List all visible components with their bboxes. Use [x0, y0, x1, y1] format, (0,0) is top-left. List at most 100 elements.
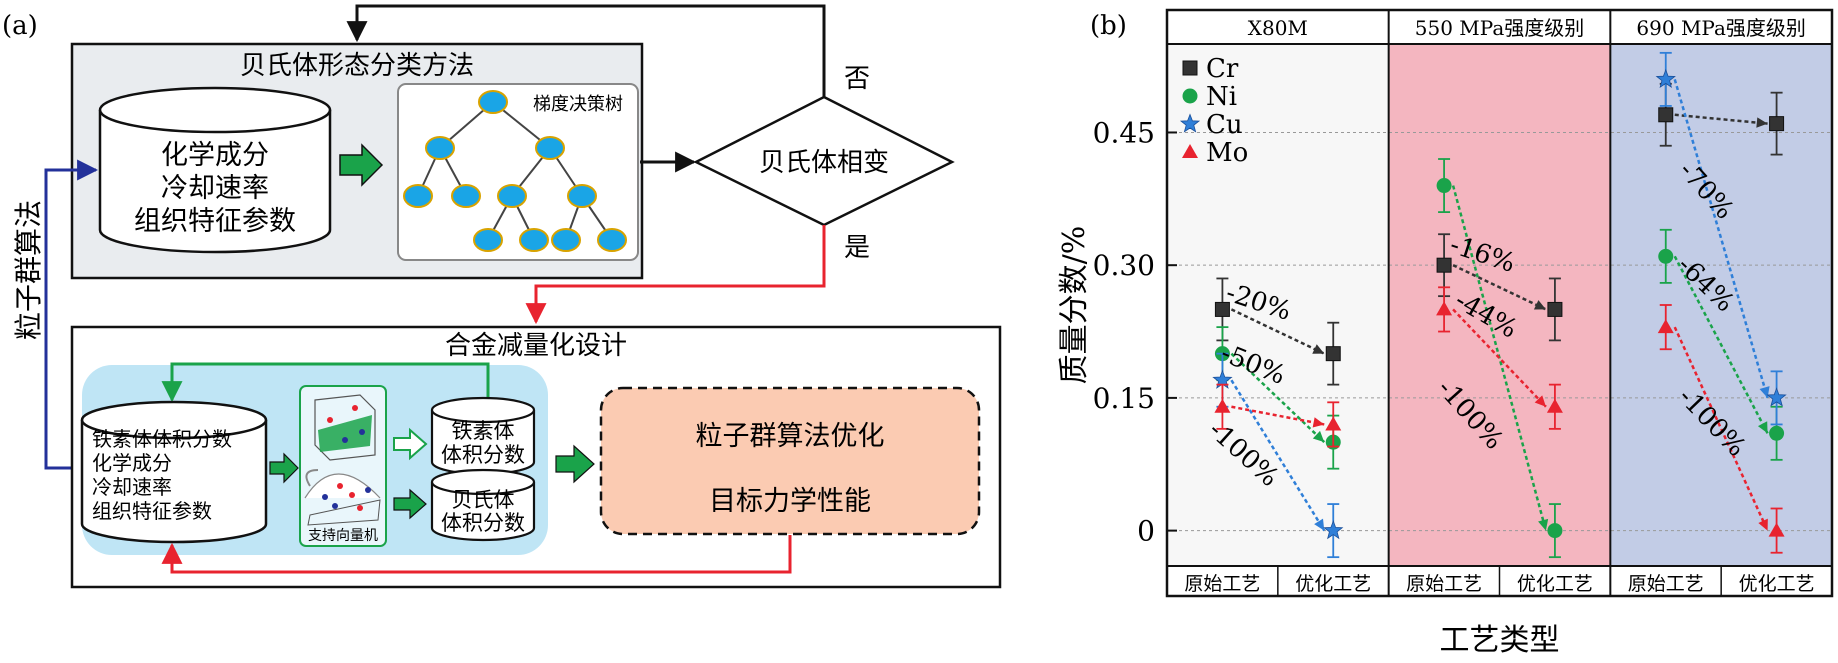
point-Ni-5 [1769, 425, 1785, 441]
trend-Mo-1 [1452, 308, 1547, 408]
tree-box [397, 83, 639, 261]
bottom-cyl-line-1: 铁素体体积分数 [92, 427, 232, 451]
point-Mo-5 [1768, 522, 1785, 537]
group-header-0: X80M [1248, 16, 1308, 40]
decision-tree-icon [403, 90, 627, 252]
point-Mo-2 [1436, 301, 1453, 316]
optimization-box [599, 386, 981, 536]
band-1 [1388, 44, 1611, 566]
trend-Cu-2 [1673, 79, 1769, 399]
trend-Ni-0 [1230, 352, 1326, 444]
point-Cu-4 [1655, 68, 1676, 89]
tree-label: 梯度决策树 [533, 94, 623, 115]
svm-box: 支持向量机 [299, 385, 387, 547]
top-box-title: 贝氏体形态分类方法 [240, 51, 474, 81]
green-arrow-3 [393, 488, 427, 520]
opt-line-2: 目标力学性能 [709, 486, 871, 517]
ytick-label-3: 0.45 [1093, 116, 1155, 149]
trend-Ni-2 [1673, 255, 1769, 434]
panel-a: (a) 贝氏体形态分类方法 化学成分 冷却速率 组织特征参数 梯度决策树 [2, 4, 1002, 589]
trend-head-Ni-0 [1312, 430, 1325, 443]
point-Cu-1 [1323, 519, 1344, 540]
point-Ni-4 [1658, 248, 1674, 264]
small-cylinder-ferrite: 铁素体 体积分数 [430, 396, 536, 476]
trend-Mo-0 [1231, 405, 1325, 426]
bottom-cyl-line-4: 组织特征参数 [92, 499, 212, 523]
trend-Ni-1 [1451, 185, 1548, 531]
ytick-label-0: 0 [1137, 515, 1155, 548]
group-header-2: 690 MPa强度级别 [1636, 16, 1806, 40]
trend-head-Ni-2 [1757, 421, 1768, 434]
hollow-arrow [393, 427, 428, 461]
trend-head-Ni-1 [1538, 518, 1549, 531]
top-cyl-line-3: 组织特征参数 [134, 206, 296, 237]
point-Ni-3 [1547, 523, 1563, 539]
trend-Cr-0 [1230, 308, 1325, 355]
point-Cr-5 [1769, 116, 1785, 132]
point-Cr-3 [1547, 301, 1563, 317]
small-cylinder-bainite: 贝氏体 体积分数 [430, 468, 536, 542]
category-label-0: 原始工艺 [1184, 573, 1260, 595]
point-Mo-3 [1546, 398, 1563, 413]
green-arrow-2 [269, 452, 299, 484]
point-Cu-5 [1766, 387, 1787, 407]
side-label: 粒子群算法 [12, 200, 45, 340]
top-cyl-line-1: 化学成分 [161, 140, 269, 171]
category-label-2: 原始工艺 [1406, 573, 1482, 595]
trend-head-Mo-2 [1758, 518, 1768, 531]
point-Mo-4 [1657, 319, 1674, 334]
ytick-label-1: 0.15 [1093, 382, 1155, 415]
legend-label-Ni: Ni [1206, 82, 1237, 112]
green-feedback [161, 362, 490, 403]
x-axis-label: 工艺类型 [1440, 623, 1560, 658]
bottom-box-title: 合金减量化设计 [445, 331, 627, 361]
trend-head-Cr-0 [1312, 344, 1325, 354]
small-cyl1-line-2: 体积分数 [441, 443, 525, 467]
decision-text: 贝氏体相变 [759, 148, 889, 178]
yes-line [525, 225, 826, 325]
panel-b-label: (b) [1090, 11, 1127, 41]
green-arrow-4 [555, 444, 595, 484]
small-cyl2-line-2: 体积分数 [441, 511, 525, 535]
category-label-5: 优化工艺 [1739, 573, 1815, 595]
point-Cr-1 [1325, 346, 1341, 362]
point-Mo-1 [1325, 416, 1342, 431]
legend-label-Cu: Cu [1206, 110, 1243, 140]
point-Cr-0 [1214, 301, 1230, 317]
band-0 [1167, 44, 1389, 566]
top-cyl-line-2: 冷却速率 [161, 173, 269, 204]
category-label-3: 优化工艺 [1517, 573, 1593, 595]
point-Cr-2 [1436, 257, 1452, 273]
trend-Cr-1 [1452, 264, 1547, 311]
legend-marker-Ni [1182, 88, 1198, 104]
bottom-cylinder: 铁素体体积分数 化学成分 冷却速率 组织特征参数 [80, 400, 268, 544]
point-Ni-2 [1436, 178, 1452, 194]
bottom-cyl-line-3: 冷却速率 [92, 475, 172, 499]
legend-label-Mo: Mo [1206, 138, 1248, 168]
small-cyl1-line-1: 铁素体 [452, 419, 515, 443]
point-Mo-0 [1214, 398, 1231, 413]
small-cyl2-line-1: 贝氏体 [452, 488, 515, 512]
yes-label: 是 [844, 233, 870, 263]
trend-head-Cu-0 [1314, 518, 1325, 531]
top-cylinder: 化学成分 冷却速率 组织特征参数 [98, 86, 332, 254]
point-Cr-4 [1658, 107, 1674, 123]
no-loop-line [346, 4, 826, 97]
trend-head-Mo-1 [1534, 395, 1546, 407]
trend-head-Mo-0 [1312, 417, 1325, 428]
trend-head-Cr-1 [1533, 300, 1546, 310]
legend-marker-Cu [1179, 113, 1201, 133]
legend-marker-Mo [1182, 144, 1198, 158]
trend-Mo-2 [1673, 326, 1769, 532]
category-label-4: 原始工艺 [1628, 573, 1704, 595]
trend-Cr-2 [1674, 113, 1768, 125]
bottom-cyl-line-2: 化学成分 [92, 451, 172, 475]
opt-line-1: 粒子群算法优化 [696, 421, 885, 452]
legend-label-Cr: Cr [1206, 54, 1239, 84]
band-2 [1610, 44, 1832, 566]
group-header-1: 550 MPa强度级别 [1415, 16, 1585, 40]
y-axis-label: 质量分数/% [1057, 226, 1092, 385]
green-arrow-1 [339, 143, 384, 187]
